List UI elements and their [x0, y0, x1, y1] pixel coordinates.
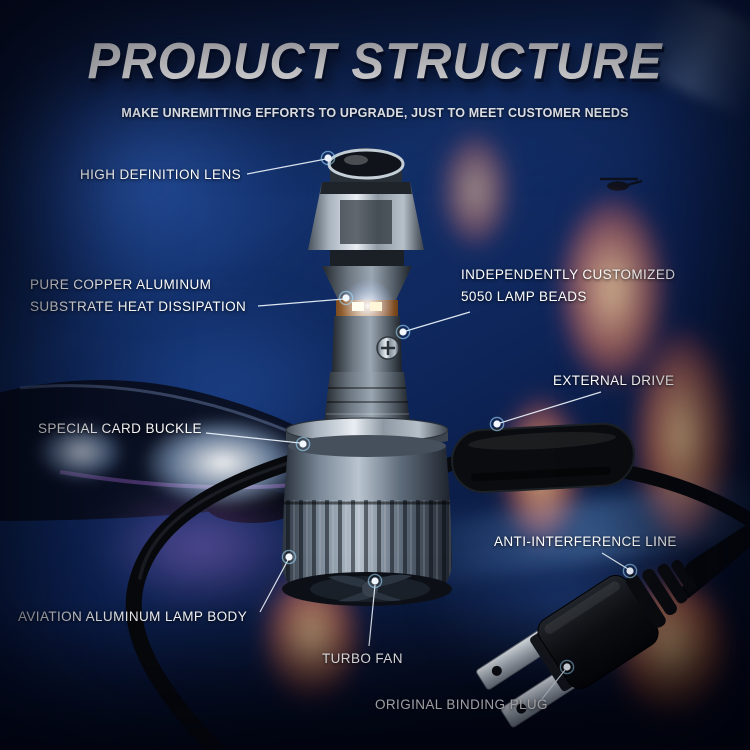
callout-line-buckle: [205, 432, 301, 444]
cooling-fins: [282, 500, 452, 590]
lens-assembly: [308, 148, 424, 250]
label-text: ANTI-INTERFERENCE LINE: [494, 534, 677, 549]
label-line: SUBSTRATE HEAT DISSIPATION: [30, 299, 247, 314]
callout-lines: [205, 158, 629, 700]
label-text: HIGH DEFINITION LENS: [80, 167, 242, 182]
callout-line-lens: [246, 158, 327, 175]
callout-line-substrate: [257, 298, 345, 307]
screw-section: [332, 316, 402, 372]
callout-dots: [281, 150, 638, 675]
label-text: TURBO FAN: [322, 651, 403, 666]
label-text: SPECIAL CARD BUCKLE: [38, 421, 202, 436]
led-chip: [352, 302, 364, 311]
led-chip: [370, 302, 382, 311]
callout-line-interference: [601, 552, 629, 570]
label-line: PURE COPPER ALUMINUM: [30, 277, 212, 292]
label-5050-lamp-beads: INDEPENDENTLY CUSTOMIZED 5050 LAMP BEADS: [461, 264, 675, 308]
label-special-card-buckle: SPECIAL CARD BUCKLE: [38, 418, 202, 440]
external-driver: [451, 422, 635, 493]
label-text: ORIGINAL BINDING PLUG: [375, 697, 548, 712]
lamp-body: [282, 435, 452, 590]
label-high-definition-lens: HIGH DEFINITION LENS: [80, 164, 241, 186]
label-text: EXTERNAL DRIVE: [553, 373, 675, 388]
page-subtitle: MAKE UNREMITTING EFFORTS TO UPGRADE, JUS…: [121, 106, 629, 120]
label-original-binding-plug: ORIGINAL BINDING PLUG: [375, 694, 548, 716]
label-anti-interference-line: ANTI-INTERFERENCE LINE: [494, 531, 677, 553]
callout-line-beads: [405, 311, 471, 332]
label-turbo-fan: TURBO FAN: [322, 648, 403, 670]
label-line: INDEPENDENTLY CUSTOMIZED: [461, 267, 676, 282]
label-copper-substrate: PURE COPPER ALUMINUM SUBSTRATE HEAT DISS…: [30, 274, 246, 318]
label-line: 5050 LAMP BEADS: [461, 289, 587, 304]
label-external-drive: EXTERNAL DRIVE: [553, 370, 674, 392]
callout-line-plug: [541, 669, 566, 700]
callout-line-body: [259, 559, 289, 613]
callout-line-fan: [368, 584, 376, 647]
socket-neck: [324, 372, 410, 424]
turbo-fan: [282, 572, 452, 606]
label-text: AVIATION ALUMINUM LAMP BODY: [18, 609, 248, 624]
label-aviation-aluminum-lamp-body: AVIATION ALUMINUM LAMP BODY: [18, 606, 247, 628]
callout-line-drive: [499, 391, 602, 424]
page-title: PRODUCT STRUCTURE: [87, 33, 663, 91]
led-bulb: [282, 148, 452, 606]
